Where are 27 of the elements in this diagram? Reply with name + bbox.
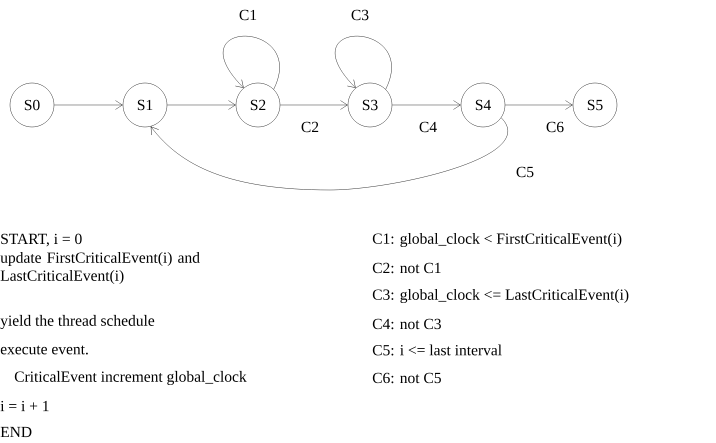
note-text: CriticalEvent increment global_clock (14, 370, 247, 386)
note-text: C5: i <= last interval (372, 344, 502, 356)
note-text: C6: not C5 (372, 372, 441, 384)
edge-label: C6 (544, 120, 566, 134)
note-text: END (0, 426, 32, 438)
edge-label: C1 (238, 8, 258, 22)
arrow (223, 36, 280, 90)
arrow (392, 100, 461, 110)
note-text: C2: not C1 (372, 262, 441, 274)
arrow (54, 100, 123, 110)
note-text: execute event. (0, 346, 88, 354)
note-text: update FirstCriticalEvent(i) and LastCriticalEvent(i) (0, 252, 200, 284)
arrow (150, 118, 508, 190)
edge-label: C3 (350, 8, 370, 22)
note-text: START, i = 0 (1, 234, 82, 246)
note-text: C3: global_clock <= LastCriticalEvent(i) (372, 288, 628, 304)
note-text: yield the thread schedule (0, 314, 154, 330)
note-text: i = i + 1 (0, 400, 49, 412)
arrow (505, 100, 573, 110)
edge-label: C4 (418, 120, 438, 134)
note-text: C4: not C3 (372, 318, 441, 330)
arrow (167, 100, 236, 110)
arrow (335, 36, 392, 90)
edge-label: C2 (300, 120, 320, 134)
note-text: C1: global_clock < FirstCriticalEvent(i) (372, 232, 622, 248)
edge-label: C5 (514, 166, 536, 178)
arrow (280, 100, 348, 110)
